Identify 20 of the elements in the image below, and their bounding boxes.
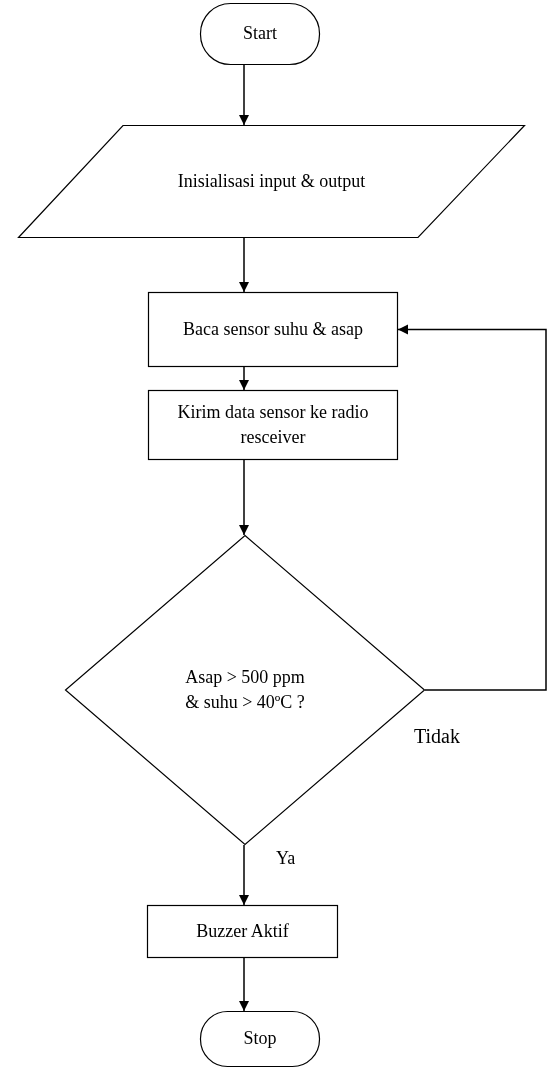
node-label: Stop: [242, 1027, 278, 1051]
arrow: [397, 324, 547, 691]
node-label: Buzzer Aktif: [195, 919, 290, 943]
arrow: [239, 844, 249, 906]
process-box: [148, 390, 398, 460]
node-label: Start: [242, 22, 278, 46]
process-box: [147, 905, 338, 958]
arrow: [239, 64, 249, 126]
process-box: [148, 292, 398, 367]
arrow: [239, 237, 249, 293]
arrow: [239, 957, 249, 1012]
node-label: Baca sensor suhu & asap: [182, 317, 364, 341]
terminator: [200, 1011, 320, 1067]
input-output-parallelogram: [18, 125, 525, 238]
arrow: [239, 459, 249, 536]
node-label: Inisialisasi input & output: [176, 169, 367, 193]
terminator: [200, 3, 320, 65]
node-label: Kirim data sensor ke radio resceiver: [176, 400, 370, 449]
node-label: Asap > 500 ppm & suhu > 40ºC ?: [184, 665, 306, 714]
arrow: [239, 366, 249, 391]
